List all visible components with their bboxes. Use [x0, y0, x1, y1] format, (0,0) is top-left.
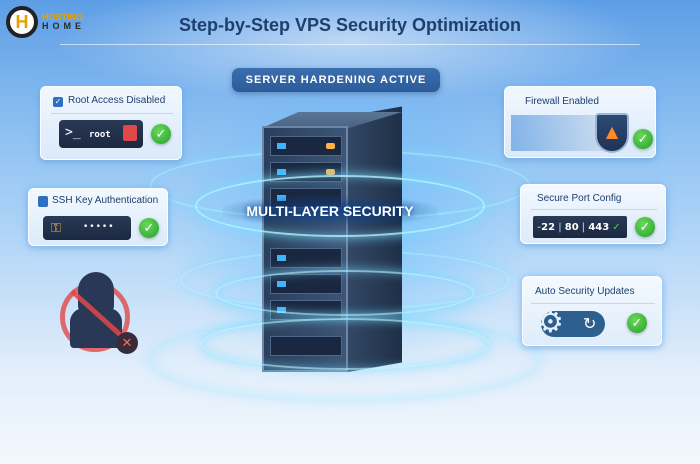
check-icon: ✓ [633, 129, 653, 149]
terminal-prompt-icon: >_ [65, 125, 81, 140]
check-icon: ✓ [139, 218, 159, 238]
page-title: Step-by-Step VPS Security Optimization [178, 15, 522, 35]
ssh-key-card: SSH Key Authentication ⚿ ••••• ✓ [28, 188, 168, 246]
logo-mark-icon: H [6, 6, 38, 38]
checkbox-checked-icon: ✓ [53, 97, 63, 107]
padlock-icon [38, 196, 48, 207]
check-icon: ✓ [627, 313, 647, 333]
secure-port-card: Secure Port Config - 22| 80| 443 ✓ ✓ [520, 184, 666, 244]
blocked-x-icon: ✕ [116, 332, 138, 354]
check-icon: ✓ [151, 124, 171, 144]
ssh-key-field: ⚿ ••••• [43, 216, 131, 240]
glow-ring-icon [195, 175, 485, 237]
root-access-card: ✓ Root Access Disabled >_ root ✓ [40, 86, 182, 160]
server-hardening-banner: SERVER HARDENING ACTIVE [232, 68, 440, 92]
hosting-home-logo: H HOSTING HOME [6, 6, 85, 38]
firewall-shield-icon: ▲ [595, 113, 629, 153]
key-icon: ⚿ [51, 221, 61, 236]
logo-line1: HOSTING [42, 12, 84, 22]
glow-ring-icon [215, 270, 475, 316]
brick-wall-icon [511, 115, 611, 151]
glow-ring-icon [200, 318, 490, 370]
blocked-hacker-icon: ✕ [58, 270, 138, 360]
port-check-icon: ✓ [612, 221, 621, 233]
title-divider [60, 44, 640, 45]
lock-icon [123, 125, 137, 141]
gear-icon: ⚙ [537, 305, 564, 340]
root-terminal: >_ root [59, 120, 143, 148]
check-icon: ✓ [635, 217, 655, 237]
refresh-icon: ↻ [583, 314, 597, 333]
multi-layer-security-label: MULTI-LAYER SECURITY [222, 195, 438, 227]
auto-updates-card: Auto Security Updates ⚙ ↻ ✓ [522, 276, 662, 346]
update-toggle: ⚙ ↻ [537, 305, 605, 340]
port-list: - 22| 80| 443 ✓ [533, 216, 627, 238]
logo-line2: HOME [42, 21, 85, 31]
firewall-card: Firewall Enabled ▲ ✓ [504, 86, 656, 158]
